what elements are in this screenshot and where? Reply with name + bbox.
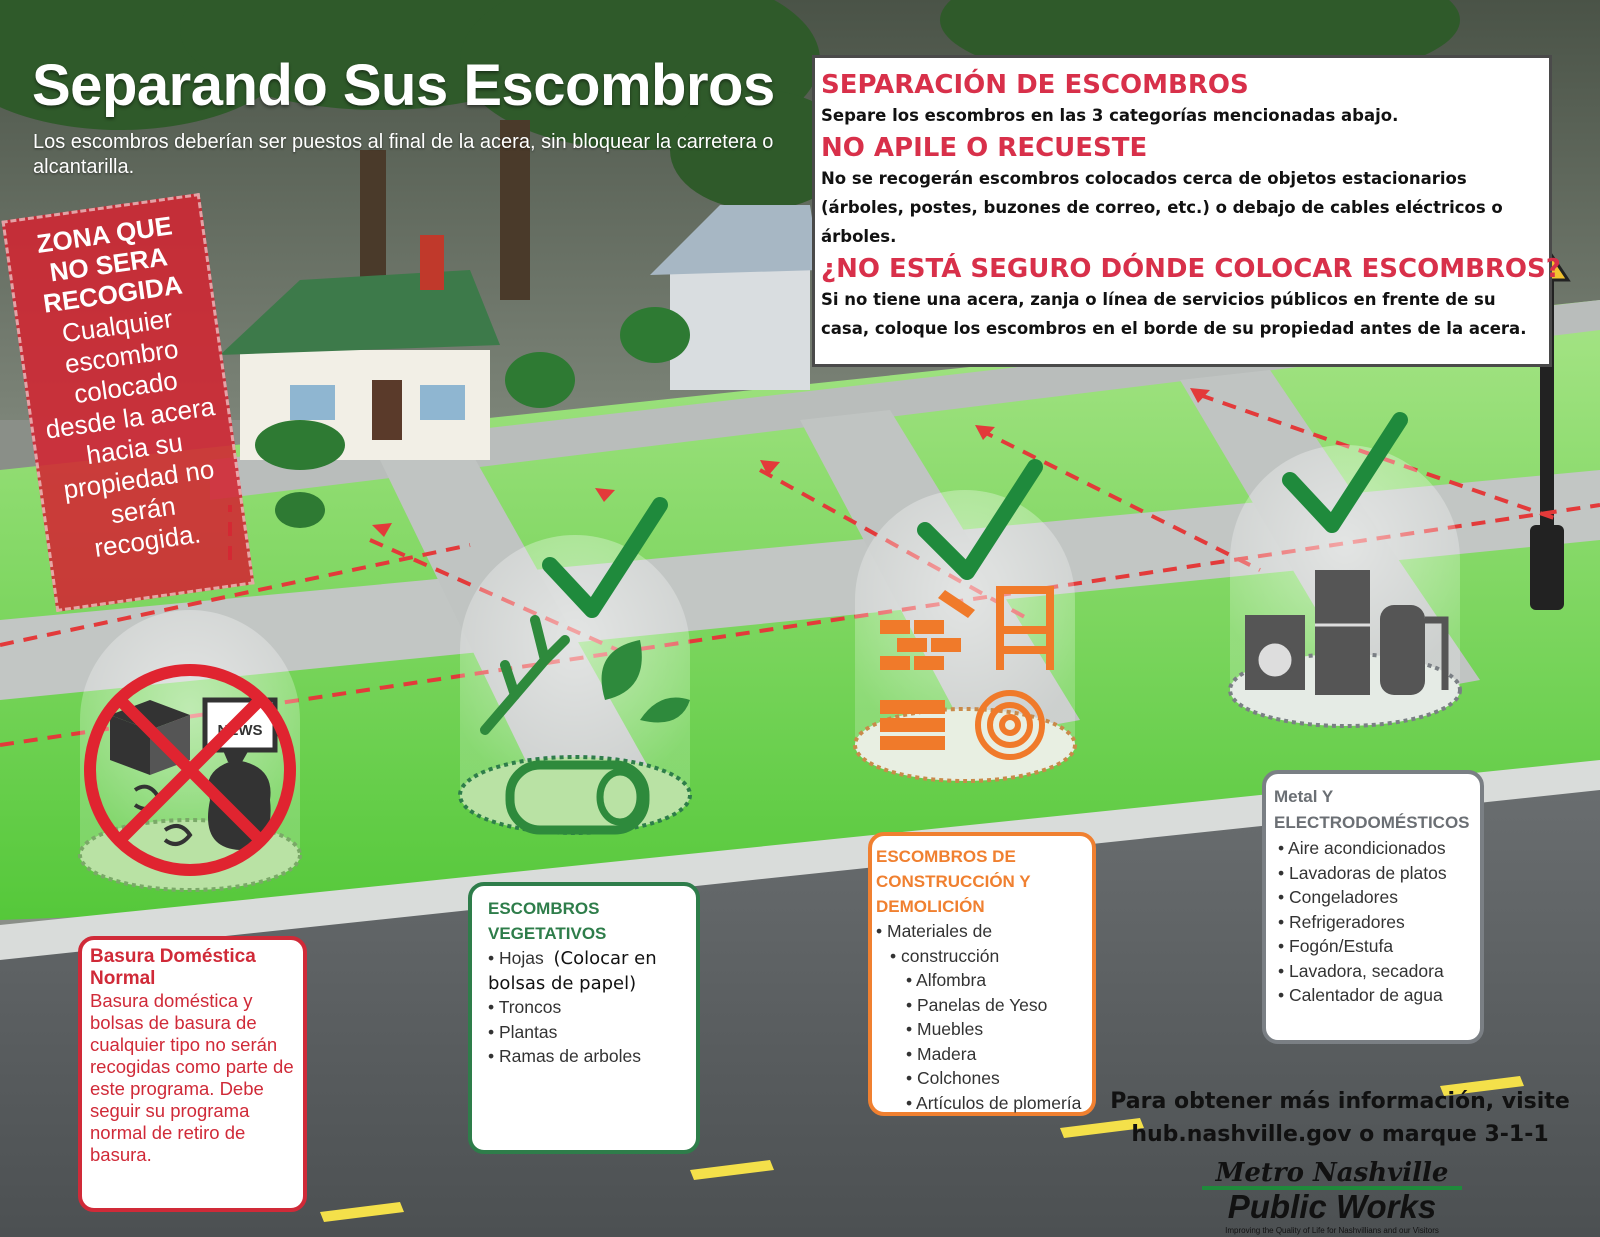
dome-vegetative	[458, 535, 692, 835]
list-item: Muebles	[876, 1017, 1088, 1042]
trees	[0, 0, 1460, 300]
info-text-placement: Si no tiene una acera, zanja o línea de …	[821, 290, 1527, 338]
list-item: Refrigeradores	[1274, 910, 1472, 935]
leaves-note: (Colocar en bolsas de papel)	[488, 948, 657, 994]
contact-line-1: Para obtener más información, visite	[1110, 1089, 1570, 1114]
vegetative-list: Hojas (Colocar en bolsas de papel) Tronc…	[480, 946, 688, 1069]
construction-card: ESCOMBROS DE CONSTRUCCIÓN Y DEMOLICIÓN M…	[868, 832, 1096, 1116]
sidewalk	[0, 470, 1600, 700]
list-item: Congeladores	[1274, 885, 1472, 910]
vegetative-title-2: VEGETATIVOS	[488, 924, 607, 943]
no-symbol-icon	[84, 664, 296, 876]
road-markings	[320, 1076, 1524, 1222]
leaf-icon	[601, 640, 690, 723]
household-trash-card: Basura Doméstica Normal Basura doméstica…	[78, 936, 307, 1212]
check-icon	[542, 497, 668, 618]
logo-line-1: Metro Nashville	[1215, 1158, 1449, 1188]
construction-title-3: DEMOLICIÓN	[876, 897, 985, 916]
branch-icon	[480, 615, 570, 735]
appliances-card: Metal Y ELECTRODOMÉSTICOS Aire acondicio…	[1262, 770, 1484, 1044]
list-item: Colchones	[876, 1066, 1088, 1091]
washer-icon	[1245, 615, 1305, 690]
list-item: Plantas	[480, 1020, 688, 1045]
info-box: SEPARACIÓN DE ESCOMBROS Separe los escom…	[812, 55, 1561, 367]
logo-tagline: Improving the Quality of Life for Nashvi…	[1225, 1226, 1439, 1235]
info-text-no-stack: No se recogerán escombros colocados cerc…	[821, 169, 1503, 246]
info-heading-no-stack: NO APILE O RECUESTE	[821, 133, 1148, 163]
vegetative-card: ESCOMBROS VEGETATIVOS Hojas (Colocar en …	[468, 882, 700, 1154]
construction-title-2: CONSTRUCCIÓN Y	[876, 872, 1031, 891]
insulation-icon	[880, 700, 945, 750]
appliances-list: Aire acondicionados Lavadoras de platos …	[1274, 836, 1472, 1008]
list-item: Fogón/Estufa	[1274, 934, 1472, 959]
household-trash-text: Basura doméstica y bolsas de basura de c…	[90, 990, 294, 1165]
no-pickup-zone-text: Cualquier escombro colocado desde la ace…	[43, 303, 217, 563]
household-trash-title: Basura Doméstica Normal	[90, 946, 256, 989]
list-item: Alfombra	[876, 968, 1088, 993]
chair-icon	[996, 586, 1054, 670]
list-item: Artículos de plomería	[876, 1091, 1088, 1116]
list-item: Ramas de arboles	[480, 1044, 688, 1069]
list-item: Troncos	[480, 995, 688, 1020]
page-title: Separando Sus Escombros	[32, 53, 775, 118]
house-left	[220, 235, 500, 460]
list-item: Lavadora, secadora	[1274, 959, 1472, 984]
log-icon	[505, 760, 650, 835]
check-icon	[917, 459, 1043, 580]
list-item: Hojas (Colocar en bolsas de papel)	[480, 946, 688, 995]
construction-title-1: ESCOMBROS DE	[876, 847, 1016, 866]
contact-info: Para obtener más información, visite hub…	[1100, 1085, 1580, 1151]
info-text-separation: Separe los escombros en las 3 categorías…	[821, 106, 1399, 125]
contact-line-2: hub.nashville.gov o marque 3-1-1	[1131, 1122, 1549, 1147]
appliances-title-1: Metal Y	[1274, 787, 1334, 806]
house-right	[650, 205, 820, 390]
bricks-icon	[880, 590, 975, 670]
list-item: Calentador de agua	[1274, 983, 1472, 1008]
metro-public-works-logo: Metro Nashville Public Works Improving t…	[1202, 1158, 1462, 1235]
vegetative-title-1: ESCOMBROS	[488, 899, 600, 918]
list-item: Madera	[876, 1042, 1088, 1067]
list-item: Panelas de Yeso	[876, 993, 1088, 1018]
list-item-label: construcción	[901, 945, 1000, 966]
road	[0, 780, 1600, 1237]
arrows	[372, 388, 1210, 537]
list-item-label: Hojas	[499, 948, 544, 968]
construction-list: Materiales de construcción Alfombra Pane…	[876, 919, 1088, 1115]
list-item-continued: construcción	[876, 944, 1088, 969]
list-item: Materiales de	[876, 919, 1088, 944]
info-heading-separation: SEPARACIÓN DE ESCOMBROS	[821, 70, 1249, 100]
logo-line-2: Public Works	[1228, 1188, 1436, 1225]
water-heater-icon	[1380, 605, 1449, 695]
list-item: Lavadoras de platos	[1274, 861, 1472, 886]
check-icon	[1282, 412, 1408, 533]
list-item: Aire acondicionados	[1274, 836, 1472, 861]
carpet-roll-icon	[975, 690, 1045, 760]
fridge-icon	[1315, 570, 1370, 695]
info-heading-placement: ¿NO ESTÁ SEGURO DÓNDE COLOCAR ESCOMBROS?	[821, 254, 1561, 284]
page-subtitle: Los escombros deberían ser puestos al fi…	[33, 131, 774, 178]
appliances-title-2: ELECTRODOMÉSTICOS	[1274, 813, 1470, 832]
